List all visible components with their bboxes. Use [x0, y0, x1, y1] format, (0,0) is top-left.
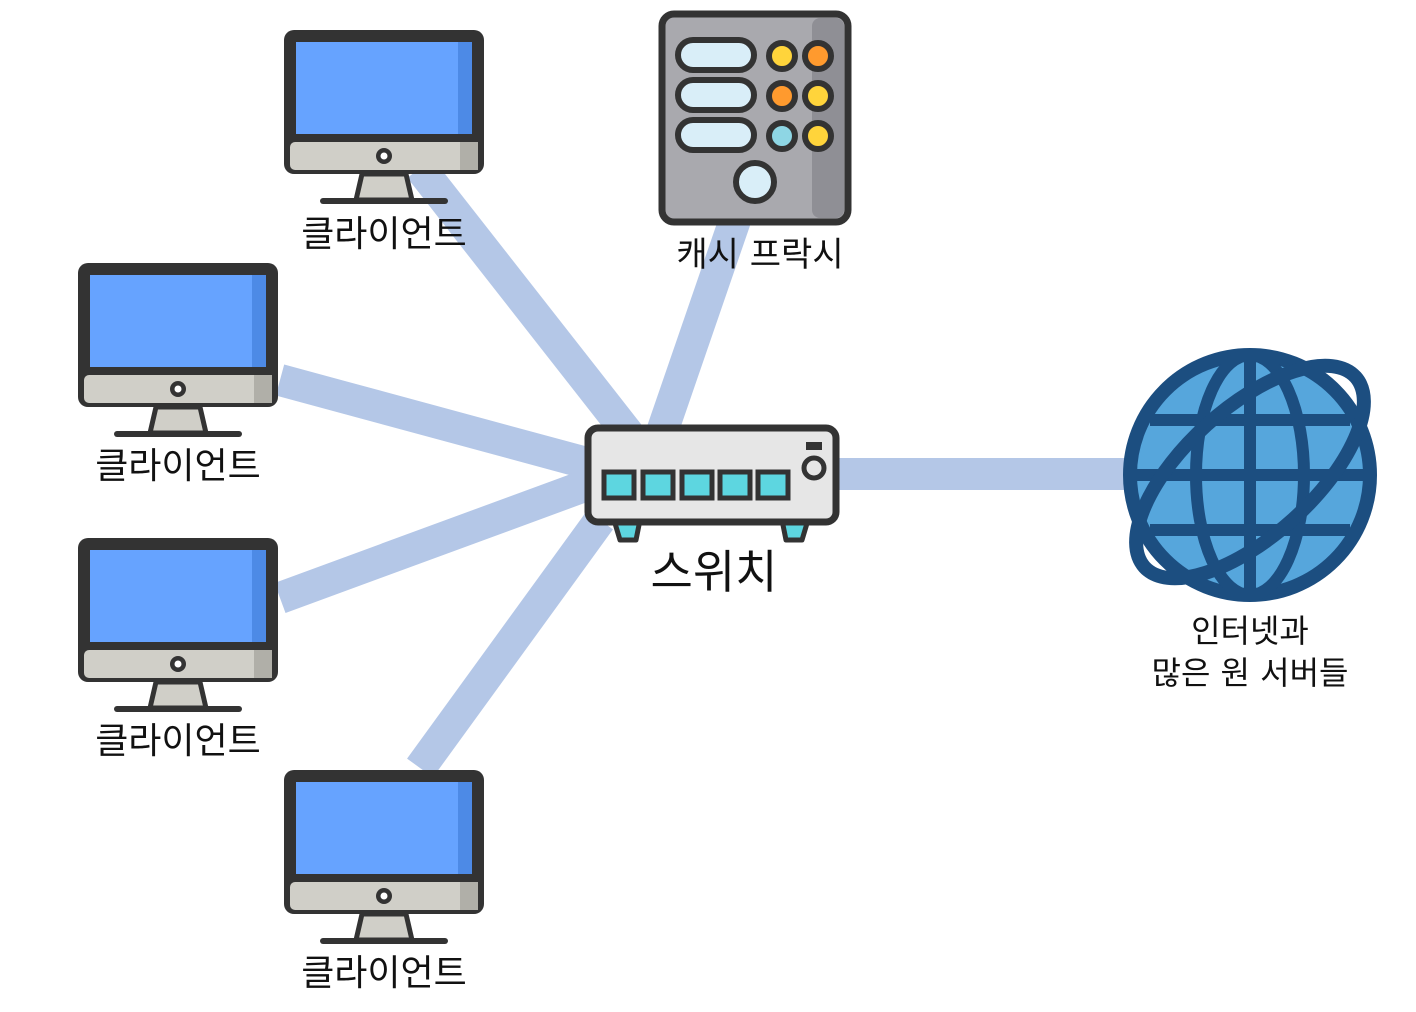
client-computer-icon-3	[78, 538, 278, 712]
internet-globe-icon	[1123, 348, 1377, 602]
link-switch-cache-proxy	[646, 214, 751, 438]
link-switch-client-3	[274, 468, 596, 614]
client-label-1: 클라이언트	[301, 214, 467, 255]
internet-label-line-2: 많은 원 서버들	[1152, 654, 1349, 692]
network-switch-icon	[584, 424, 840, 543]
link-switch-client-2	[275, 364, 595, 480]
connection-lines	[274, 158, 1140, 778]
internet-label-line-1: 인터넷과	[1191, 612, 1309, 650]
client-computer-icon-4	[284, 770, 484, 944]
client-computer-icon-2	[78, 263, 278, 437]
link-switch-client-4	[407, 510, 613, 778]
cache-proxy-server-icon	[658, 10, 852, 226]
switch-label: 스위치	[651, 545, 778, 599]
client-label-4: 클라이언트	[301, 953, 467, 994]
link-switch-client-1	[407, 158, 643, 446]
cache-proxy-label: 캐시 프락시	[676, 235, 843, 275]
client-computer-icon-1	[284, 30, 484, 204]
client-label-3: 클라이언트	[95, 721, 261, 762]
client-label-2: 클라이언트	[95, 446, 261, 487]
